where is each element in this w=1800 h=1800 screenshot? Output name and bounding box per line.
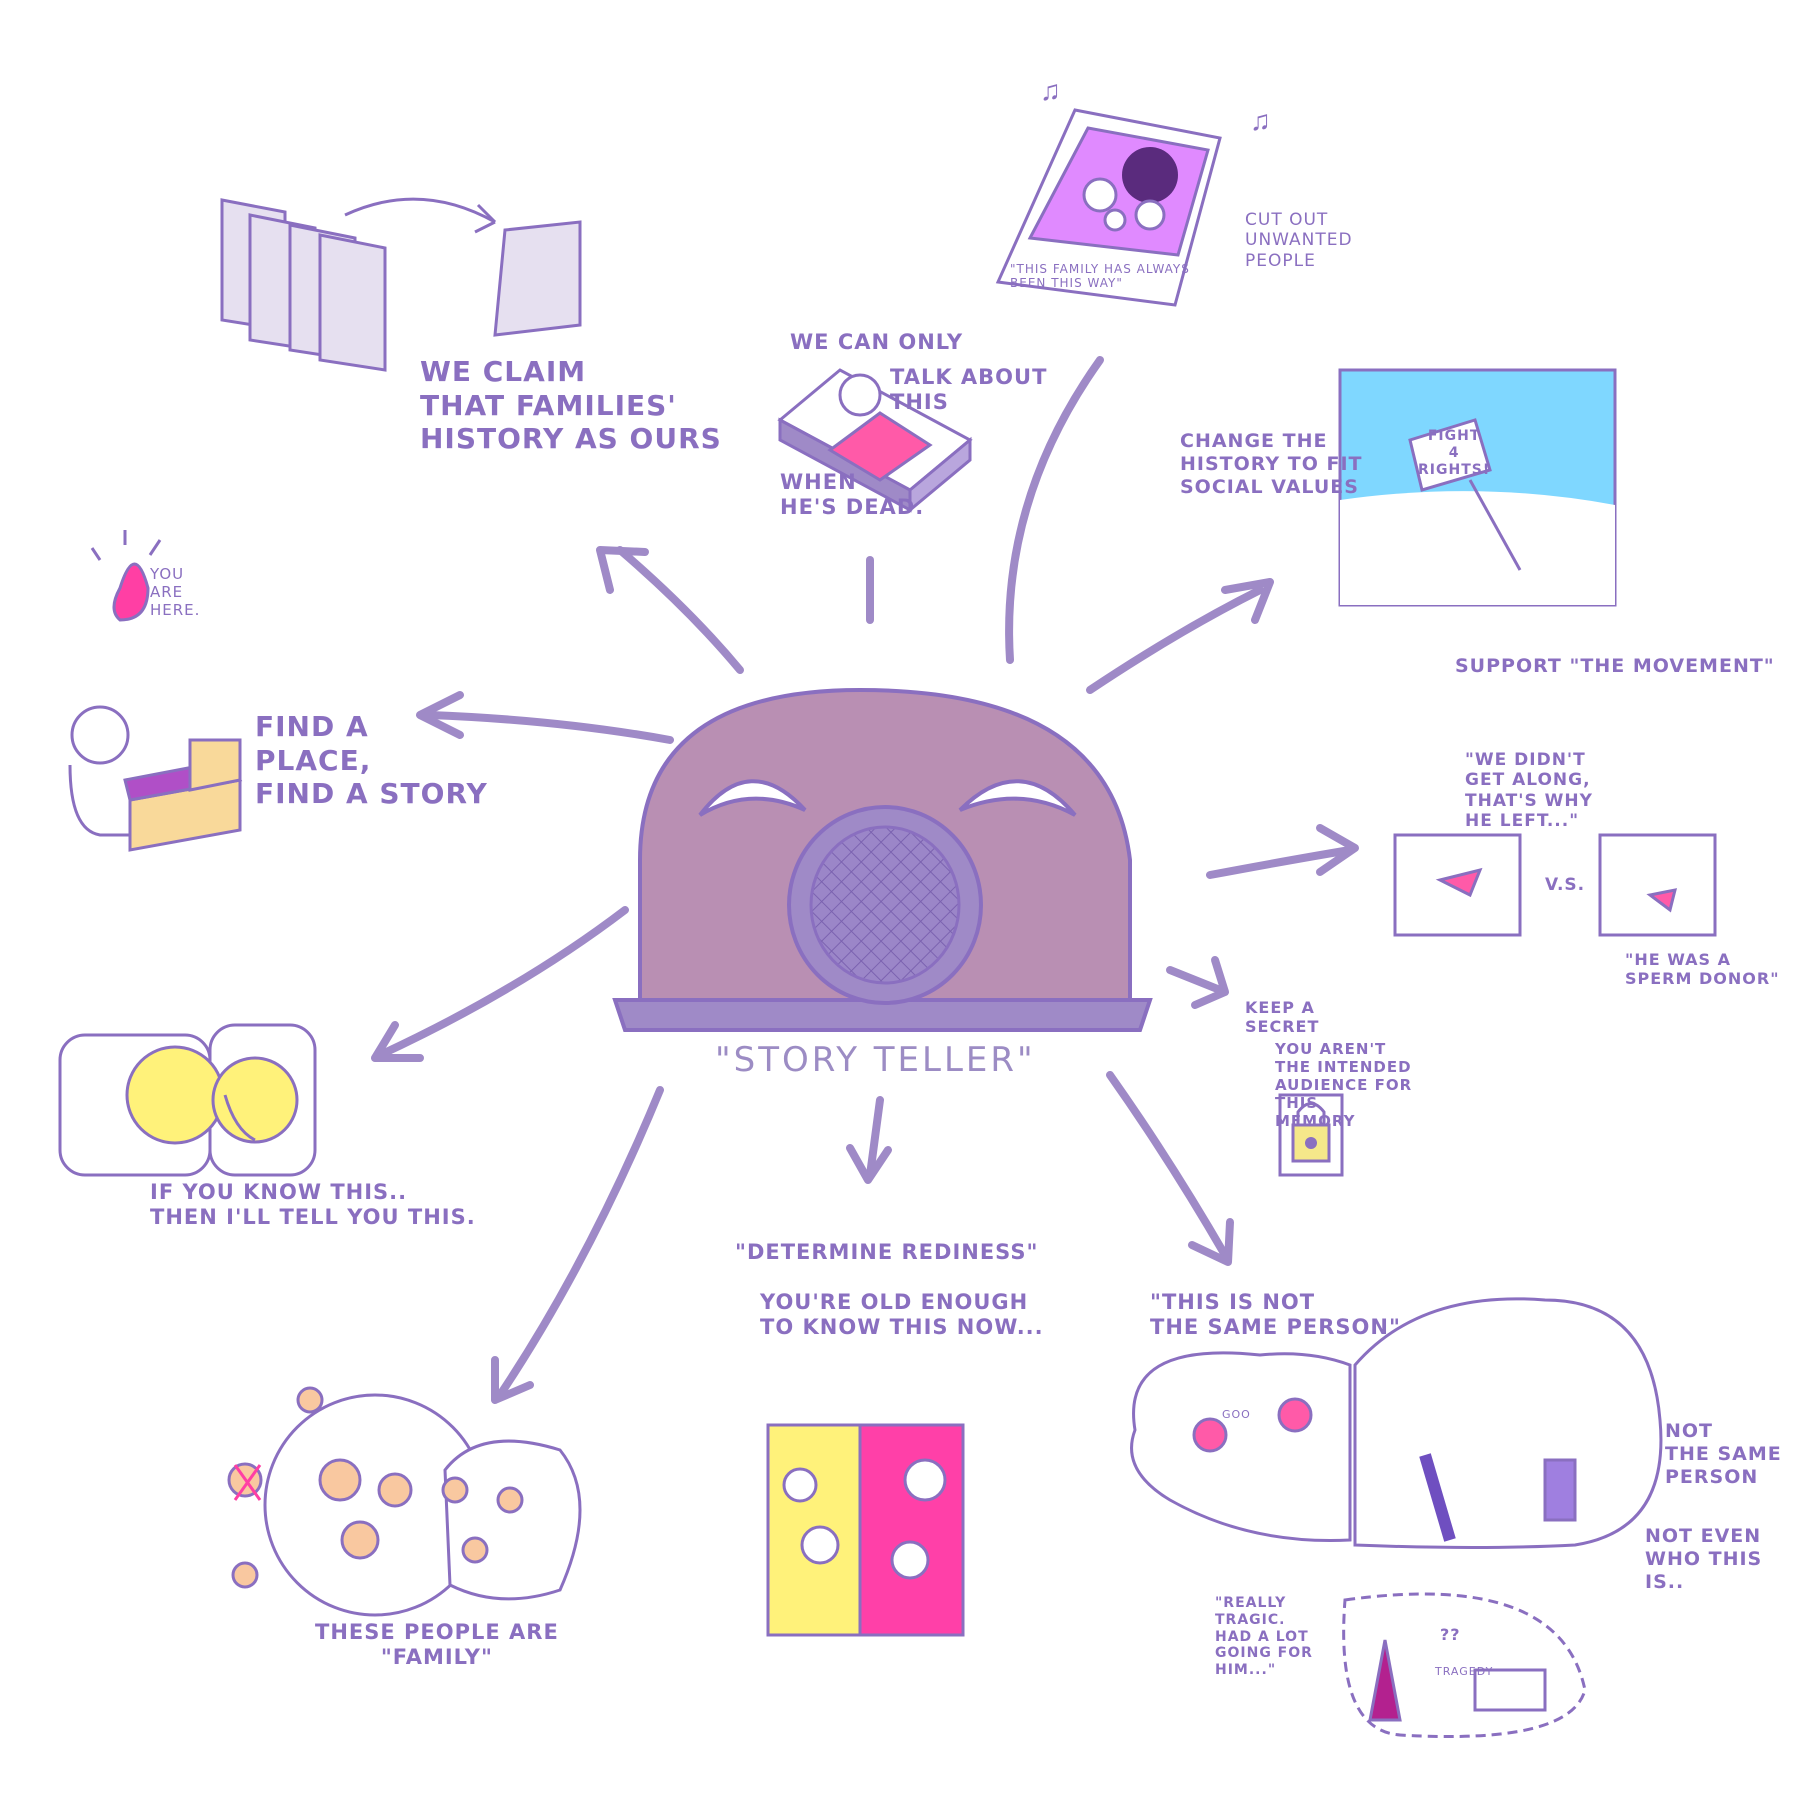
label-didnt-get-along: "WE DIDN'T GET ALONG, THAT'S WHY HE LEFT… bbox=[1465, 750, 1593, 832]
label-you-are-here: YOU ARE HERE. bbox=[150, 565, 201, 619]
label-cut-out: CUT OUT UNWANTED PEOPLE bbox=[1245, 210, 1353, 271]
label-talk-about-this: TALK ABOUT THIS bbox=[890, 365, 1048, 415]
svg-text:♫: ♫ bbox=[1040, 76, 1061, 107]
label-if-you-know: IF YOU KNOW THIS.. THEN I'LL TELL YOU TH… bbox=[150, 1180, 476, 1230]
arrow-not-same-person bbox=[1106, 1071, 1229, 1259]
label-find-place: FIND A PLACE, FIND A STORY bbox=[255, 710, 488, 811]
family-photo-icon: ♫ ♫ bbox=[995, 76, 1271, 307]
arrow-readiness bbox=[866, 1096, 884, 1179]
papers-icon bbox=[220, 197, 582, 372]
label-not-same-person: "THIS IS NOT THE SAME PERSON" bbox=[1150, 1290, 1401, 1340]
not-same-person-cloud bbox=[1130, 1297, 1663, 1549]
family-circles bbox=[227, 1386, 582, 1617]
label-question-marks: ?? bbox=[1440, 1625, 1461, 1644]
label-vs: V.S. bbox=[1545, 875, 1586, 895]
label-these-people-family: THESE PEOPLE ARE "FAMILY" bbox=[315, 1620, 559, 1670]
speaker-grille bbox=[787, 805, 983, 1005]
eye-right bbox=[958, 779, 1077, 817]
storyteller-dome bbox=[612, 687, 1153, 1032]
arrow-find-place bbox=[426, 711, 674, 744]
tragedy-cloud bbox=[1342, 1592, 1587, 1739]
arrow-photo bbox=[1005, 356, 1104, 664]
label-sperm-donor: "HE WAS A SPERM DONOR" bbox=[1625, 950, 1780, 989]
label-not-same-person-2: NOT THE SAME PERSON bbox=[1665, 1420, 1782, 1488]
storyteller-title: "STORY TELLER" bbox=[715, 1040, 1036, 1080]
comparison-panels bbox=[1393, 833, 1717, 937]
treasure-chest-icon bbox=[68, 705, 243, 852]
location-pin-icon bbox=[90, 530, 162, 622]
arrow-social-values bbox=[1086, 586, 1264, 694]
label-protest-sign: FIGHT 4 RIGHTS! bbox=[1418, 428, 1491, 478]
label-goo: GOO bbox=[1222, 1408, 1251, 1421]
label-not-even-who: NOT EVEN WHO THIS IS.. bbox=[1645, 1525, 1763, 1593]
eye-left bbox=[698, 779, 807, 817]
arrow-claim-history bbox=[616, 546, 744, 674]
puzzle-icon bbox=[58, 1023, 317, 1177]
label-determine-readiness: "DETERMINE REDINESS" bbox=[735, 1240, 1039, 1264]
protest-panel bbox=[1338, 368, 1617, 607]
label-support-movement: SUPPORT "THE MOVEMENT" bbox=[1455, 655, 1775, 677]
arrow-family bbox=[496, 1086, 664, 1399]
right-panel bbox=[1598, 833, 1717, 937]
label-claim-history: WE CLAIM THAT FAMILIES' HISTORY AS OURS bbox=[420, 355, 722, 456]
arrow-puzzle bbox=[376, 906, 629, 1059]
label-tragedy: TRAGEDY bbox=[1435, 1665, 1494, 1678]
label-keep-secret: KEEP A SECRET bbox=[1245, 998, 1320, 1037]
coffin-icon bbox=[777, 368, 973, 514]
label-we-can-only: WE CAN ONLY bbox=[790, 330, 964, 354]
arrow-didnt-get-along bbox=[1206, 846, 1354, 879]
split-portrait-panel bbox=[766, 1423, 965, 1637]
label-change-history: CHANGE THE HISTORY TO FIT SOCIAL VALUES bbox=[1180, 430, 1363, 498]
label-photo-caption: "THIS FAMILY HAS ALWAYS BEEN THIS WAY" bbox=[1010, 262, 1190, 291]
label-when-hes-dead: WHEN HE'S DEAD. bbox=[780, 470, 925, 520]
label-really-tragic: "REALLY TRAGIC. HAD A LOT GOING FOR HIM.… bbox=[1215, 1595, 1313, 1679]
arrow-keep-secret bbox=[1166, 966, 1224, 994]
label-not-intended-audience: YOU AREN'T THE INTENDED AUDIENCE FOR THI… bbox=[1275, 1040, 1413, 1130]
label-old-enough: YOU'RE OLD ENOUGH TO KNOW THIS NOW... bbox=[760, 1290, 1044, 1340]
svg-text:♫: ♫ bbox=[1250, 106, 1271, 137]
padlock-icon bbox=[1278, 1093, 1344, 1177]
